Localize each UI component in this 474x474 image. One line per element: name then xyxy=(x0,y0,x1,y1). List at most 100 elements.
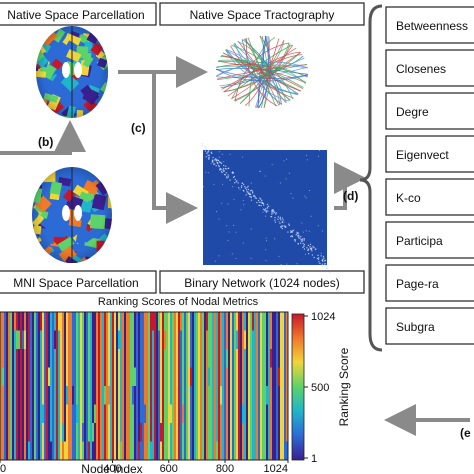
heatmap-cell xyxy=(284,312,287,460)
heatmap-cell xyxy=(274,312,277,460)
heatmap-cell xyxy=(128,312,131,460)
heatmap-cell xyxy=(70,312,73,460)
heatmap-cell xyxy=(200,330,203,349)
heatmap-cell xyxy=(196,312,199,460)
heatmap-cell xyxy=(44,312,47,460)
heatmap-cell xyxy=(48,367,51,386)
colorbar-tick-mid: 500 xyxy=(311,382,329,394)
heatmap-cell xyxy=(186,312,189,460)
colorbar-label: Ranking Score xyxy=(337,347,351,426)
heatmap-cell xyxy=(16,312,19,460)
step-label-b: (b) xyxy=(38,135,53,149)
heatmap-cell xyxy=(120,441,123,460)
heatmap-cell xyxy=(166,330,169,349)
metric-item: K-co xyxy=(385,178,474,216)
heatmap-cell xyxy=(88,441,91,460)
svg-text:Binary Network (1024 nodes): Binary Network (1024 nodes) xyxy=(184,276,339,290)
mni-parcellation-brain-image xyxy=(32,167,112,263)
heatmap-cell xyxy=(150,312,153,460)
heatmap-cell xyxy=(118,330,121,349)
heatmap-cell xyxy=(82,312,85,460)
heatmap-cell xyxy=(14,312,17,331)
heatmap-cell xyxy=(108,386,111,405)
heatmap-cell xyxy=(94,404,97,423)
heatmap-cell xyxy=(98,312,101,460)
heatmap-cell xyxy=(202,312,205,460)
heatmap-cell xyxy=(224,312,227,460)
binary-network-matrix xyxy=(201,143,331,274)
x-tick-label: 400 xyxy=(103,463,121,474)
heatmap-cell xyxy=(46,312,49,460)
heatmap-cell xyxy=(204,312,207,460)
heatmap-cell xyxy=(248,312,251,460)
heatmap-cell xyxy=(156,312,159,460)
heatmap-cell xyxy=(236,312,239,460)
heatmap-cell xyxy=(54,312,57,460)
heatmap-cell xyxy=(2,367,5,386)
heatmap-cell xyxy=(42,312,45,460)
heatmap-cell xyxy=(272,312,275,460)
heatmap-cell xyxy=(130,312,133,460)
heatmap-cell xyxy=(66,386,69,405)
metric-item: Page-ra xyxy=(385,264,474,302)
metric-item: Betweenness xyxy=(385,6,474,44)
heatmap-cell xyxy=(82,423,85,442)
heatmap-cell xyxy=(86,312,89,460)
heatmap-cell xyxy=(262,312,265,460)
svg-text:MNI Space Parcellation: MNI Space Parcellation xyxy=(13,276,138,290)
metric-label: Eigenvect xyxy=(396,148,449,162)
x-tick-label: 1024 xyxy=(264,463,288,474)
heatmap-cell xyxy=(166,312,169,460)
colorbar-tick-max: 1024 xyxy=(311,311,335,323)
heatmap-cell xyxy=(194,312,197,460)
heatmap-cell xyxy=(182,312,185,460)
heatmap-cell xyxy=(26,312,29,460)
heatmap-cell xyxy=(16,330,19,349)
heatmap-cell xyxy=(112,312,115,460)
heatmap-cell xyxy=(226,349,229,368)
heatmap-cell xyxy=(168,312,171,460)
heatmap-cell xyxy=(22,330,25,349)
heatmap-cell xyxy=(238,312,241,460)
metric-item: Degre xyxy=(385,92,474,130)
heatmap-cell xyxy=(220,386,223,405)
heatmap-cell xyxy=(206,312,209,460)
heatmap-cell xyxy=(258,312,261,460)
heatmap-cell xyxy=(286,441,289,460)
metric-label: Page-ra xyxy=(396,277,439,291)
heatmap-cell xyxy=(60,367,63,386)
metric-item: Eigenvect xyxy=(385,135,474,173)
heatmap-cell xyxy=(110,367,113,386)
heatmap-cell xyxy=(214,312,217,460)
nodal-metrics-list: BetweennessClosenesDegreEigenvectK-coPar… xyxy=(385,6,474,345)
colorbar: 1024 500 1 Ranking Score xyxy=(291,311,351,465)
heatmap-cell xyxy=(22,312,25,460)
heatmap-cell xyxy=(268,312,271,460)
heatmap-cell xyxy=(78,312,81,460)
heatmap-cell xyxy=(266,386,269,405)
heatmap-cell xyxy=(42,404,45,423)
heatmap-cell xyxy=(134,367,137,386)
heatmap-cell xyxy=(170,404,173,423)
panel-native-tractography-title: Native Space Tractography xyxy=(159,2,365,26)
native-parcellation-brain-image xyxy=(36,26,108,118)
heatmap-cell xyxy=(242,404,245,423)
heatmap-cell xyxy=(188,312,191,460)
metric-label: Closenes xyxy=(396,62,446,76)
heatmap-cell xyxy=(92,312,95,460)
step-label-e: (e xyxy=(460,426,471,440)
arrow-c xyxy=(152,72,198,224)
heatmap-cell xyxy=(162,312,165,460)
heatmap-cell xyxy=(276,312,279,460)
heatmap-cell xyxy=(72,386,75,405)
heatmap-cell xyxy=(146,312,149,460)
heatmap-cell xyxy=(92,423,95,442)
heatmap-cell xyxy=(62,423,65,442)
heatmap-cell xyxy=(124,312,127,460)
heatmap-cell xyxy=(8,312,11,460)
metric-label: Participa xyxy=(396,234,443,248)
heatmap-cell xyxy=(250,312,253,460)
heatmap-cell xyxy=(222,312,225,460)
heatmap-cell xyxy=(14,312,17,460)
heatmap-cell xyxy=(28,312,31,460)
